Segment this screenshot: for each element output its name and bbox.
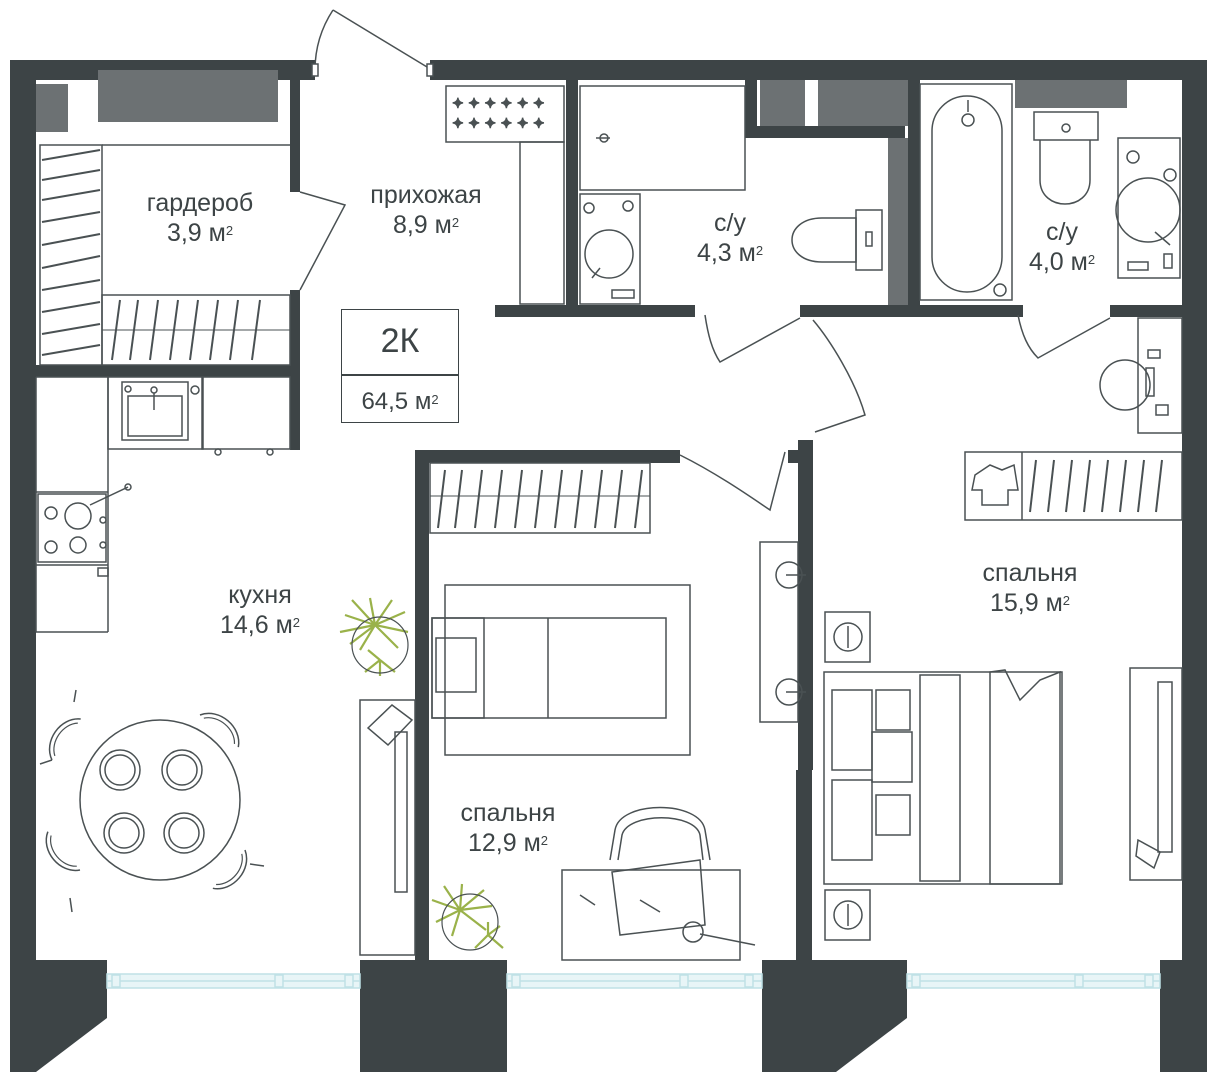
room-area: 12,9 м2 [467,829,549,857]
bedroom-2-fixtures [759,317,1183,941]
room-name: спальня [982,559,1078,587]
toilet-icon [1033,111,1099,205]
sink-icon [121,381,200,441]
wardrobe-closet [39,144,347,366]
stove-icon [37,483,132,563]
bathroom-1-fixtures [579,85,883,363]
room-area: 4,0 м2 [1028,248,1096,276]
toilet-icon [791,209,883,271]
hallway-shoe-cabinet: ✦ ✦ ✦ ✦ ✦ ✦ ✦ ✦ ✦ ✦ ✦ ✦ [445,85,565,305]
sink-icon [579,193,641,305]
svg-text:✦ ✦ ✦ ✦ ✦ ✦: ✦ ✦ ✦ ✦ ✦ ✦ [452,116,545,132]
svg-text:✦ ✦ ✦ ✦ ✦ ✦: ✦ ✦ ✦ ✦ ✦ ✦ [452,96,545,112]
plant-icon [339,597,504,951]
entry-door [311,9,434,77]
room-label-garderob: гардероб 3,9 м2 [120,188,280,248]
room-area: 4,3 м2 [696,239,764,267]
shower-icon [579,85,746,191]
walls [10,60,1207,1072]
unit-total-area: 64,5 м2 [361,387,439,415]
room-label-kuhnya: кухня 14,6 м2 [185,580,335,640]
windows [106,973,1161,989]
room-name: с/у [1046,218,1078,246]
room-name: спальня [460,799,556,827]
bathtub-icon [919,83,1013,301]
badge-divider [342,374,458,376]
room-name: гардероб [146,189,254,217]
dining-table-icon [36,689,265,913]
room-name: с/у [714,209,746,237]
room-area: 14,6 м2 [219,611,301,639]
room-area: 15,9 м2 [989,589,1071,617]
room-name: кухня [228,581,292,609]
room-label-su-1: с/у 4,3 м2 [660,208,800,268]
room-area: 3,9 м2 [166,219,234,247]
bedroom-1-fixtures [359,451,786,961]
room-name: прихожая [370,181,482,209]
room-area: 8,9 м2 [392,211,460,239]
bathroom-2-fixtures [919,83,1181,359]
room-label-spalnya-1: спальня 12,9 м2 [428,798,588,858]
kitchen-fixtures [35,376,291,913]
room-label-spalnya-2: спальня 15,9 м2 [950,558,1110,618]
sink-icon [1115,137,1181,279]
bed-icon [431,617,667,719]
grey-blocks [36,70,1127,305]
room-label-prihozhaya: прихожая 8,9 м2 [346,180,506,240]
unit-type: 2К [380,322,420,360]
unit-badge: 2К 64,5 м2 [341,309,459,423]
bed-icon [823,669,1063,885]
room-label-su-2: с/у 4,0 м2 [996,217,1128,277]
